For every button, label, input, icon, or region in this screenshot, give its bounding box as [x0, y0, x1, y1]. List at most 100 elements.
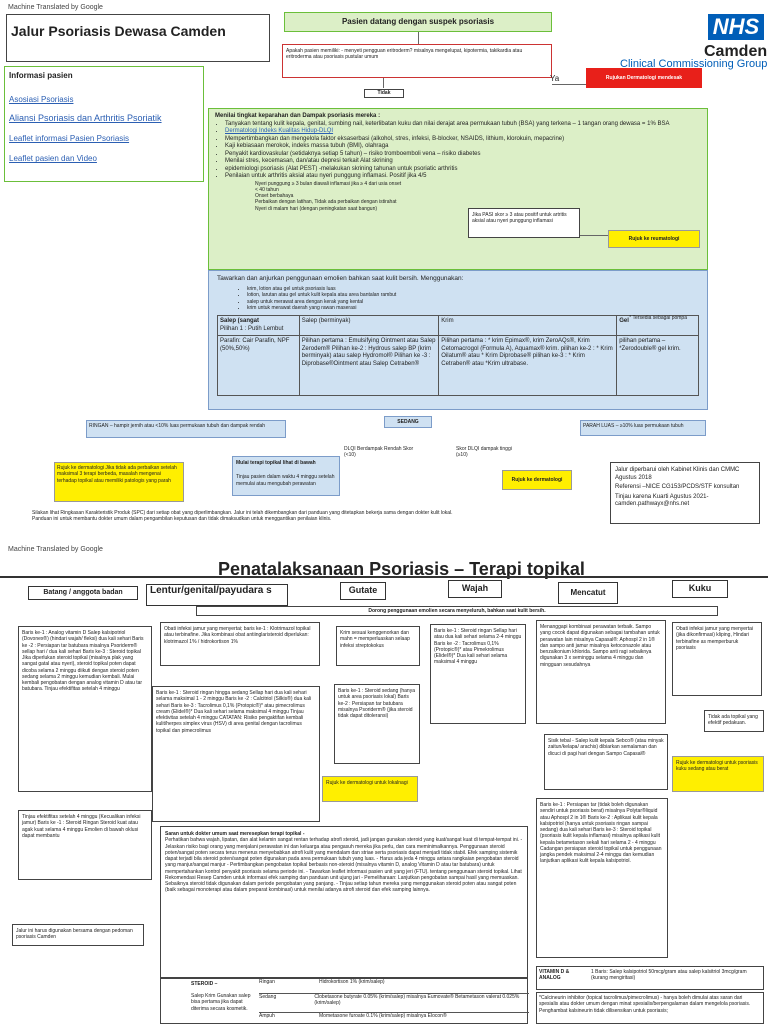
lentur-box-2: Baris ke-1 : Steroid ringan hingga sedan…: [152, 686, 320, 822]
page-title: Jalur Psoriasis Dewasa Camden: [11, 23, 226, 39]
assess-item: Penilaian untuk arthritis aksial atau ny…: [225, 173, 701, 181]
update-box: Jalur diperbarui oleh Kabinet Klinis dan…: [610, 462, 760, 524]
ringan-box: RINGAN – hampir jernih atau <10% luas pe…: [86, 420, 286, 438]
link-aliansi[interactable]: Aliansi Psoriasis dan Arthritis Psoriati…: [9, 113, 162, 123]
parah-box: PARAH LUAS – ≥10% luas permukaan tubuh: [580, 420, 706, 436]
link-dlqi[interactable]: Dermatologi Indeks Kualitas Hidup-DLQI: [225, 128, 334, 134]
link-leaflet-info[interactable]: Leaflet informasi Pasien Psoriasis: [9, 134, 130, 144]
salep-krim-note: Salep Krim Gunakan salep bisa pertama ji…: [191, 993, 251, 1012]
gutate-box: Krim sesuai kenggenorkan dan mahn = memp…: [336, 626, 420, 666]
cell-gel: pilihan pertama – *Zerodouble® gel krim.: [616, 335, 699, 397]
update-line: Tinjau karena Kuarti Agustus 2021- camde…: [615, 493, 709, 508]
topical-box: Mulai terapi topikal lihat di bawah Tinj…: [232, 456, 340, 496]
steroid-example: Clobetasone butyrate 0.05% (krim/salep) …: [314, 994, 520, 1007]
steroid-example: Mometasone furoate 0.1% (krim/salep) mis…: [319, 1013, 447, 1019]
link-asosiasi[interactable]: Asosiasi Psoriasis: [9, 95, 74, 104]
wajah-referral: Rujuk ke dermatologi untuk lokalnagi: [322, 776, 418, 802]
calcineurin-box: *Calcineurin inhibitor (topical tacrolim…: [536, 992, 764, 1024]
steroid-level: Ringan: [259, 979, 275, 985]
ccg-label: Clinical Commissioning Group: [620, 58, 768, 70]
nyeri-item: Perbaikan dengan latihan, Tidak ada perb…: [255, 199, 397, 206]
wajah-box: Baris ke-1 : Steroid ringan Sellap hari …: [430, 624, 526, 724]
cell-krim: Pilihan pertama : * krim Epimax®, krim Z…: [438, 335, 618, 397]
tab-batang[interactable]: Batang / anggota badan: [28, 586, 138, 600]
pilihan1: Pilihan 1 : Putih Lembut: [220, 325, 284, 332]
wajah-box-2: Baris ke-1 : Steroid sedang (hanya untuk…: [334, 684, 420, 764]
vitd-heading: VITAMIN D & ANALOG: [539, 969, 570, 982]
nyeri-item: Onset berbahaya: [255, 193, 294, 199]
emollient-heading: Tawarkan dan anjurkan penggunaan emolien…: [217, 275, 464, 282]
steroid-example: Hidrokortison 1% (krim/salep): [319, 979, 385, 985]
footer-line: Silakan lihat Ringkasan Karakteristik Pr…: [32, 510, 453, 516]
derm-referral-yellow: Rujuk ke dermatologi Jika tidak ada perb…: [54, 462, 184, 502]
tidak-label: Tidak: [364, 89, 404, 98]
footer-note: Silakan lihat Ringkasan Karakteristik Pr…: [32, 510, 602, 523]
suspect-box: Pasien datang dengan suspek psoriasis: [284, 12, 552, 32]
col-salep-sangat: Salep (sangat: [220, 318, 260, 325]
rheumatology-referral: Rujuk ke reumatologi: [608, 230, 700, 248]
advice-text: Perhatikan bahwa wajah, lipatan, dan ala…: [165, 837, 523, 894]
batang-box: Baris ke-1 : Analog vitamin D Salep kals…: [18, 626, 152, 792]
tab-kuku[interactable]: Kuku: [672, 580, 728, 598]
pump-note: * Tersedia sebagai pompa: [629, 315, 687, 321]
page-title-box: Jalur Psoriasis Dewasa Camden: [6, 14, 270, 62]
assessment-heading: Menilai tingkat keparahan dan Dampak pso…: [215, 113, 381, 119]
nyeri-item: Nyeri punggung ≥ 3 bulan diawali inflama…: [255, 180, 402, 193]
vitd-text: 1 Baris: Salep kalsipotriol 50mcg/gram a…: [591, 969, 747, 982]
advice-heading: Saran untuk dokter umum saat meresepkan …: [165, 831, 305, 837]
patient-info-box: Informasi pasien Asosiasi Psoriasis Alia…: [4, 66, 204, 182]
emollient-banner: Dorong penggunaan emolien secara menyelu…: [196, 606, 718, 616]
steroid-level: Ampuh: [259, 1013, 275, 1019]
emollient-item: krim untuk merawat daerah yang rawan mas…: [247, 305, 699, 311]
page2-title: Penatalaksanaan Psoriasis – Terapi topik…: [218, 559, 585, 579]
update-line: Jalur diperbarui oleh Kabinet Klinis dan…: [615, 467, 740, 481]
dlqi-high: Skor DLQI dampak tinggi (≥10): [456, 446, 512, 459]
kuku-box: Obati infeksi jamur yang menyertai (jika…: [672, 622, 762, 696]
mencatut-box-3: Baris ke-1 : Persiapan tar (tidak boleh …: [536, 798, 668, 958]
steroid-level: Sedang: [259, 994, 277, 1000]
emollient-box: Tawarkan dan anjurkan penggunaan emolien…: [208, 270, 708, 410]
advice-box: Saran untuk dokter umum saat meresepkan …: [160, 826, 528, 978]
tab-gutate[interactable]: Gutate: [340, 582, 386, 600]
batang-box-2: Tinjau efektifitas setelah 4 minggu (Kec…: [18, 810, 152, 880]
patient-info-heading: Informasi pasien: [9, 71, 73, 80]
footer-line: Panduan ini untuk membantu dokter umum d…: [32, 516, 332, 523]
lentur-box: Obati infeksi jamur yang menyertai; bari…: [160, 622, 320, 666]
emollient-item: krim, lotion atau gel untuk psoriasis lu…: [247, 286, 699, 292]
dlqi-low: DLQI Berdampak Rendah Skor (<10): [344, 446, 414, 459]
vitd-box: VITAMIN D & ANALOG 1 Baris: Salep kalsip…: [536, 966, 764, 990]
machine-translated-label: Machine Translated by Google: [8, 4, 103, 11]
arrow: [383, 78, 384, 88]
sedang-box: SEDANG: [384, 416, 432, 428]
tab-lentur[interactable]: Lentur/genital/payudara s: [146, 584, 288, 606]
jalur-note: Jalur ini harus digunakan bersama dengan…: [12, 924, 144, 946]
link-leaflet-video[interactable]: Leaflet pasien dan Video: [9, 154, 97, 164]
topical-start: Mulai terapi topikal lihat di bawah: [236, 460, 316, 466]
kuku-referral: Rujuk ke dermatologi untuk psoriasis kuk…: [672, 756, 764, 792]
assess-item: Penyakit kardiovaskular (setidaknya seti…: [225, 151, 701, 159]
arrow: [580, 235, 608, 236]
arrow: [418, 32, 419, 44]
tab-mencatut[interactable]: Mencatut: [558, 582, 618, 604]
nyeri-item: Nyeri di malam hari (dengan peningkatan …: [255, 205, 378, 212]
pasi-box: Jika PASI skor ≥ 3 atau positif untuk ar…: [468, 208, 580, 238]
kuku-box-2: Tidak ada topikal yang efektif pedakuan.: [704, 710, 764, 732]
emollient-item: lotion, larutan atau gel untuk kulit kep…: [247, 292, 699, 298]
tab-wajah[interactable]: Wajah: [448, 580, 502, 598]
ya-label: Ya: [550, 74, 560, 83]
cell-paraffin: Parafin: Cair Parafin, NPF (50%,50%): [217, 335, 300, 397]
col-krim: Krim: [438, 315, 618, 337]
assess-item: epidemiologi psoriasis (Alat PEST) -mela…: [225, 166, 701, 174]
cell-salep: Pilihan pertama : Emulsifying Ointment a…: [298, 335, 440, 397]
question-box: Apakah pasien memiliki: - menyeti penggu…: [282, 44, 552, 78]
mencatut-box: Menanggapi kombinasi perawatan terbaik. …: [536, 620, 666, 724]
update-line: Referensi –NICE CG153/PCDS/STF konsultan: [615, 484, 740, 490]
assess-item: Tanyakan tentang kulit kepala, genital, …: [225, 121, 701, 129]
steroid-heading: STEROID –: [191, 981, 218, 987]
nhs-logo: NHS: [708, 14, 764, 40]
urgent-referral-box: Rujukan Dermatologi mendesak: [586, 68, 702, 88]
assess-item: Kaji kebiasaan merokok, indeks massa tub…: [225, 143, 701, 151]
derm-referral: Rujuk ke dermatologi: [502, 470, 572, 490]
assess-item: Mempertimbangkan dan mengelola faktor ek…: [225, 136, 701, 144]
camden-label: Camden: [704, 43, 768, 60]
